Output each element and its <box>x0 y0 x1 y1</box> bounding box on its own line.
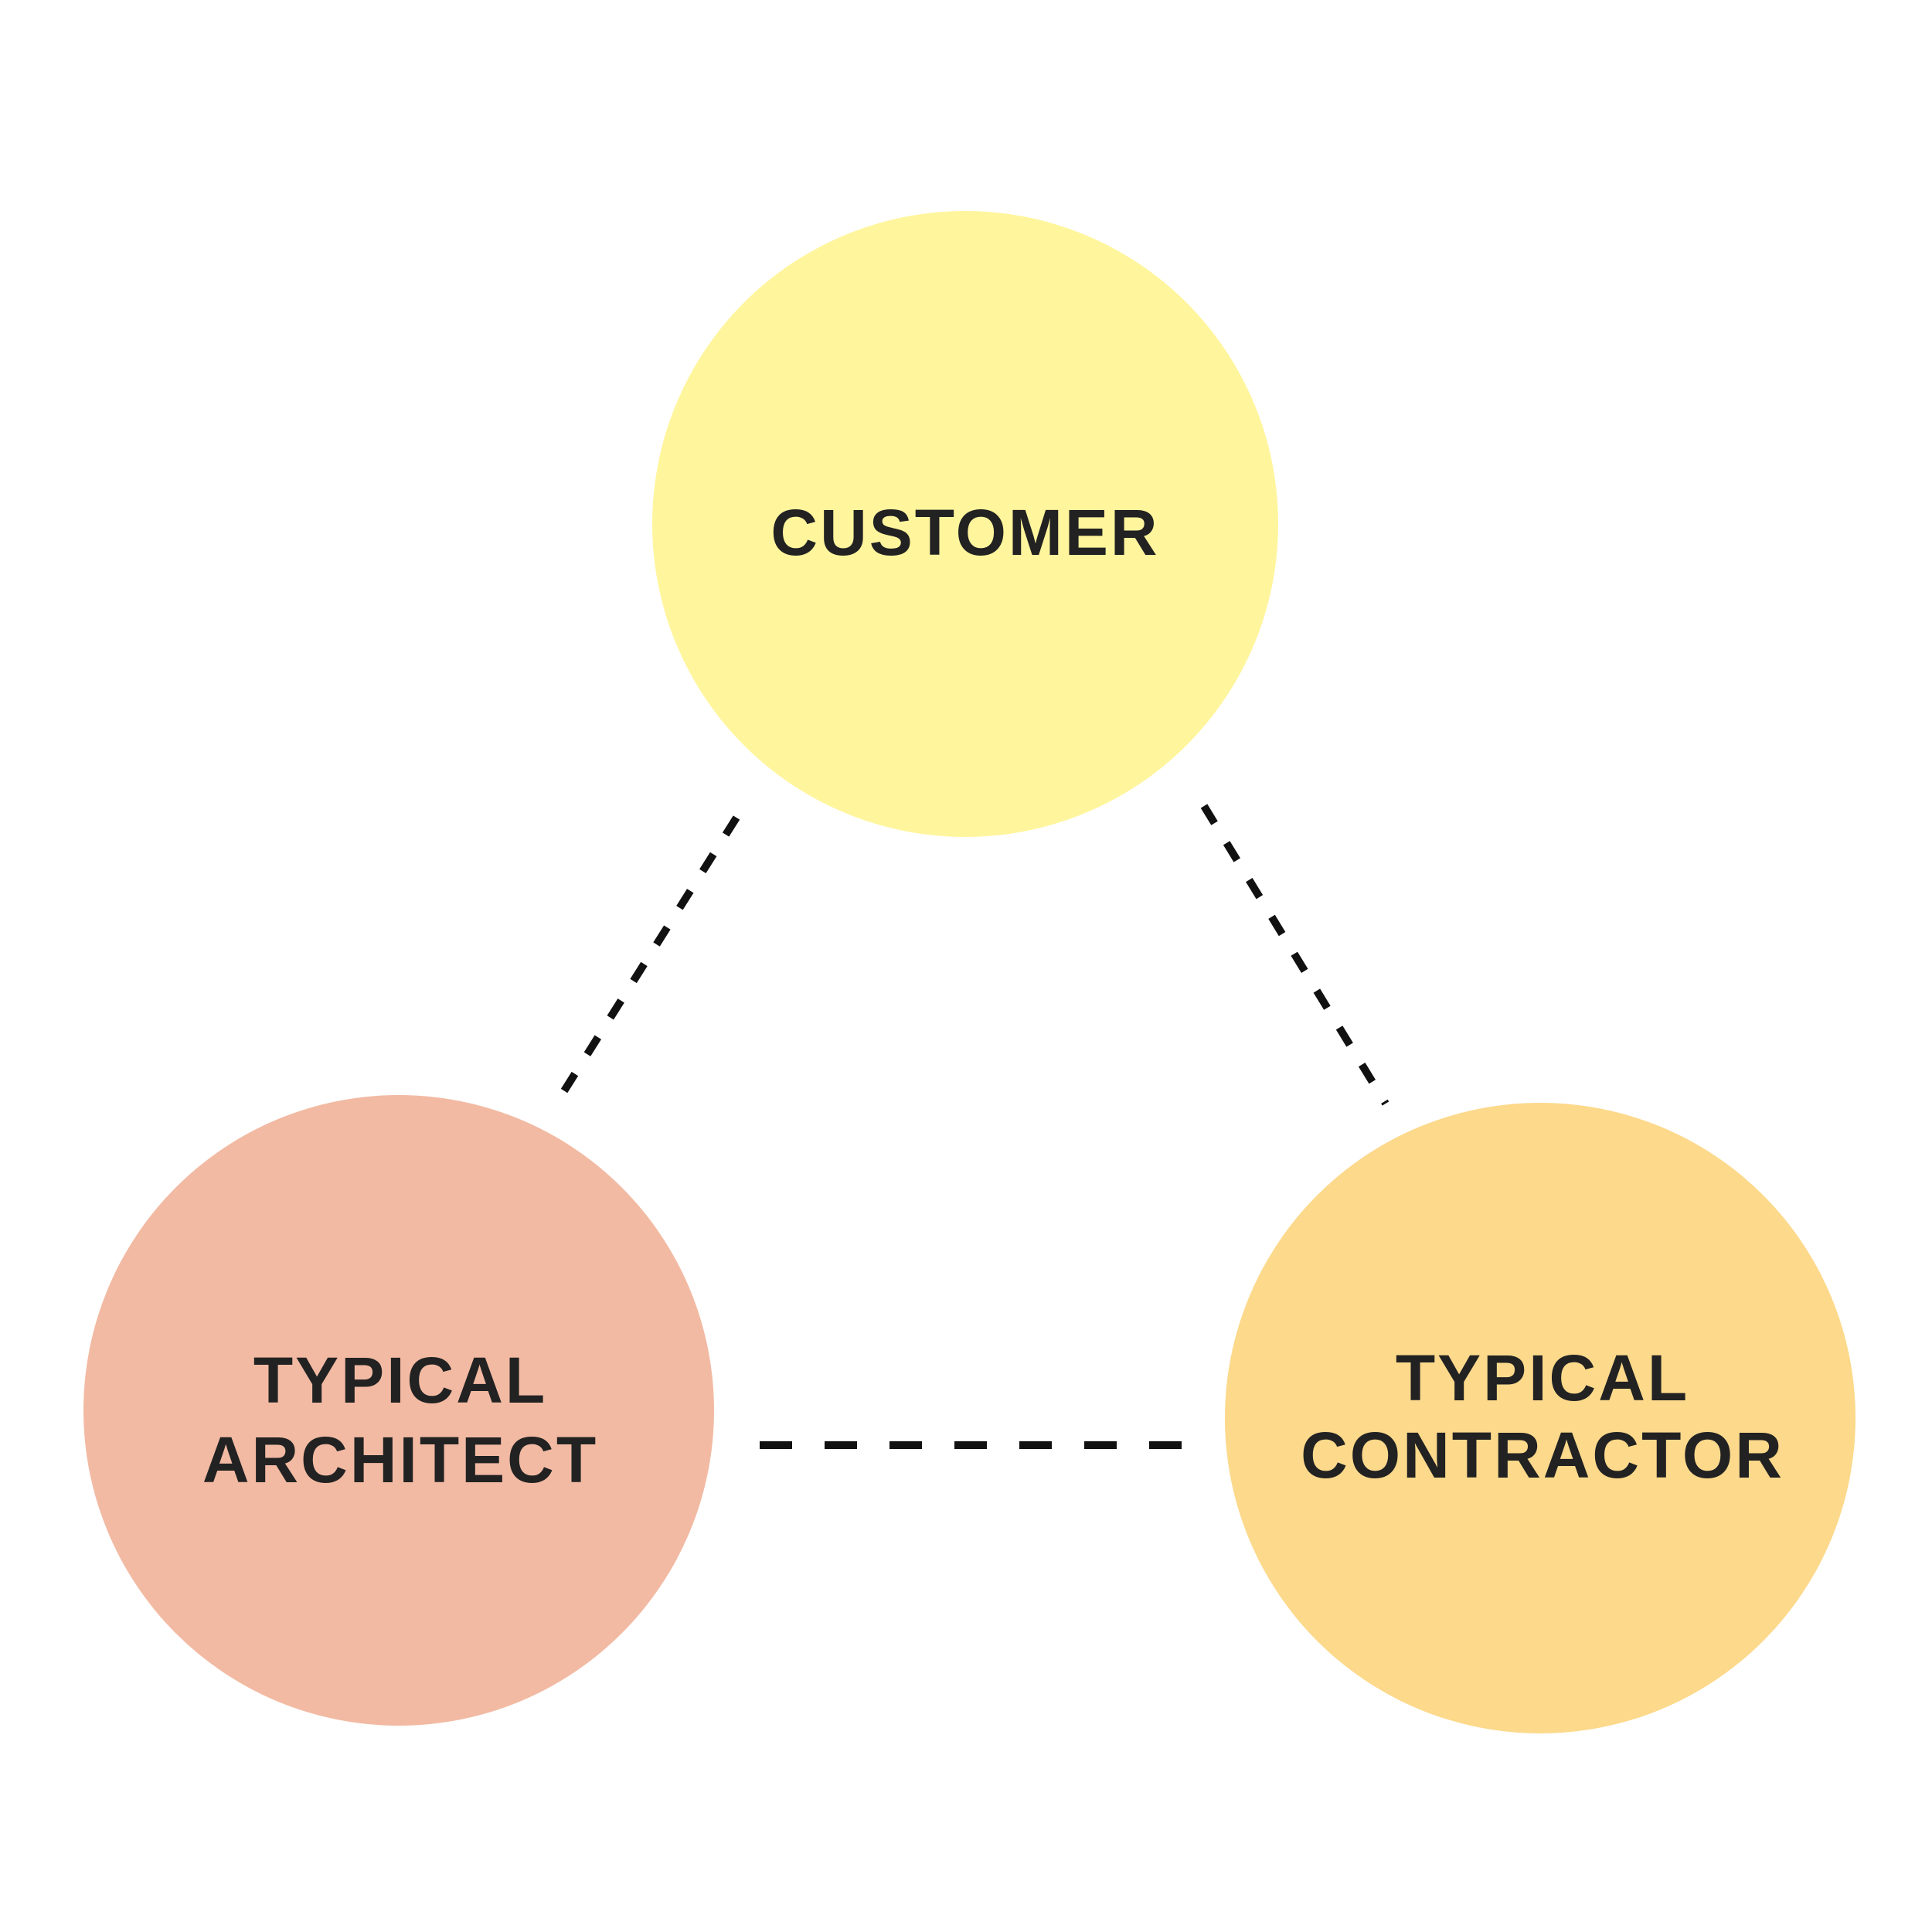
contractor-circle <box>1225 1103 1855 1733</box>
architect-label-line-2: ARCHITECT <box>202 1423 598 1496</box>
customer-circle <box>652 211 1278 837</box>
connector-customer-contractor <box>1200 804 1389 1106</box>
customer-label: CUSTOMER <box>770 496 1159 569</box>
node-customer: CUSTOMER <box>652 211 1278 837</box>
contractor-label-line-2: CONTRACTOR <box>1301 1419 1784 1492</box>
contractor-label-line-1: TYPICAL <box>1396 1342 1689 1414</box>
node-architect: TYPICAL ARCHITECT <box>83 1095 714 1726</box>
architect-circle <box>83 1095 714 1726</box>
architect-label-line-1: TYPICAL <box>253 1344 547 1417</box>
connector-customer-architect <box>557 815 740 1098</box>
node-contractor: TYPICAL CONTRACTOR <box>1225 1103 1855 1733</box>
